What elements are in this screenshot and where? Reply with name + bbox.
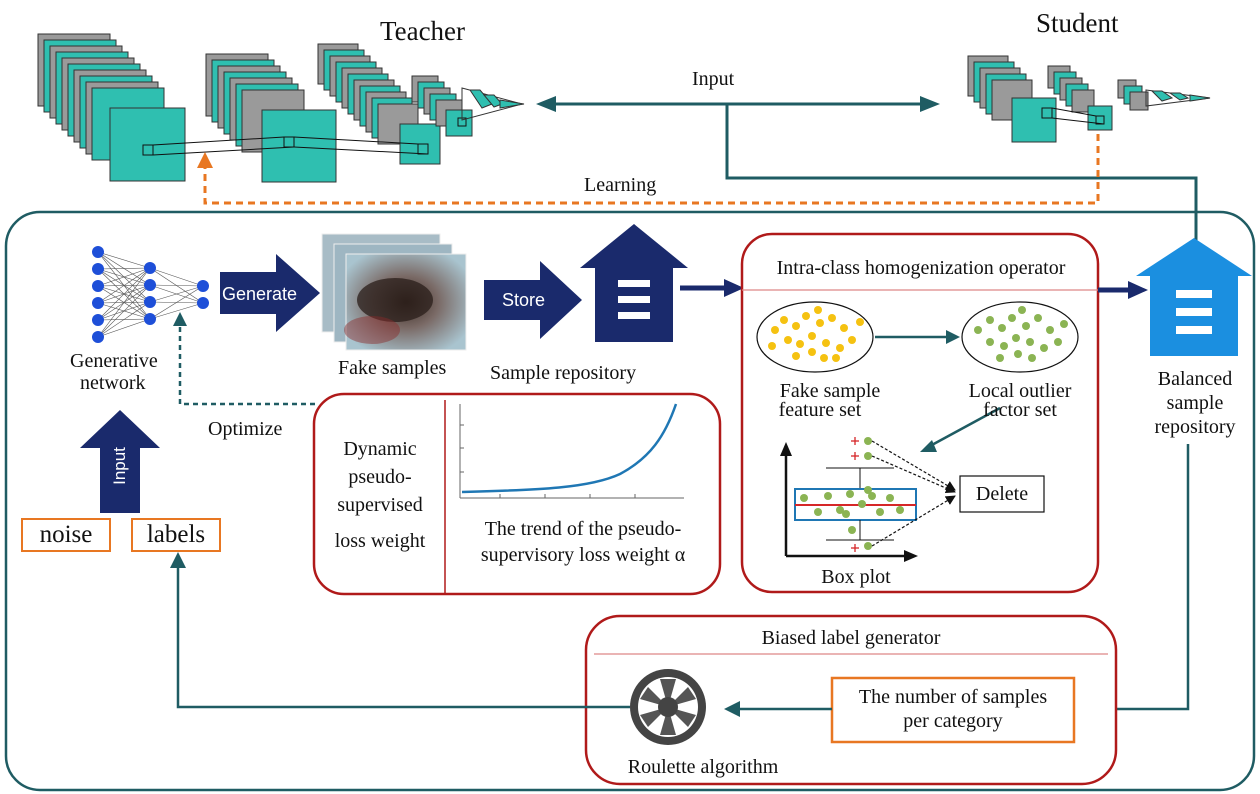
homogenization-title: Intra-class homogenization operator [776,257,1066,279]
balanced-label-line-1: Balanced [1157,368,1233,390]
loss-title-line-3: supervised [337,494,423,516]
student-title: Student [1036,8,1119,38]
balanced-repository-icon [1136,238,1252,356]
main-frame [4,210,1256,792]
labels-box [131,518,221,552]
fake-feature-set-line-1: Fake sample [779,380,881,402]
biased-label-panel [170,552,1118,786]
count-box [830,676,1076,744]
teacher-stack-1 [37,33,186,182]
delete-label: Delete [975,483,1029,505]
learning-label: Learning [584,174,657,196]
lof-set-line-1: Local outlier [968,380,1072,402]
optimize-connector [173,312,315,406]
count-line-2: per category [903,710,1003,732]
fake-samples-label: Fake samples [338,357,447,379]
biased-title: Biased label generator [761,627,941,649]
delete-box [959,475,1045,513]
teacher-stack-3 [317,43,441,165]
teacher-head [461,87,525,121]
balanced-label-line-3: repository [1154,416,1236,438]
generative-network [92,246,209,343]
learning-connector [197,134,1100,205]
green-dots [974,306,1068,362]
sample-repository-icon [580,224,688,342]
teacher-title: Teacher [380,16,466,46]
noise-box [21,518,111,552]
box-plot-label: Box plot [821,566,891,588]
store-arrow [484,261,582,339]
generate-arrow [220,254,320,332]
count-line-1: The number of samples [858,686,1048,708]
loss-caption-line-2: supervisory loss weight α [480,544,686,566]
loss-title-line-2: pseudo- [348,466,412,488]
loss-trend-curve [461,403,678,494]
balanced-label-line-2: sample [1166,392,1224,414]
input-arrow-label: Input [110,447,129,485]
input-up-arrow [80,410,160,513]
fake-samples-images [321,233,467,351]
box-plot [780,437,1045,562]
labels-label: labels [146,521,206,548]
sample-repository-label: Sample repository [490,362,637,384]
store-label: Store [502,290,546,310]
generative-network-label-1: Generative [70,350,158,372]
fake-feature-set-line-2: feature set [778,399,862,421]
loss-title-line-1: Dynamic [343,438,417,460]
lof-set-line-2: factor set [983,399,1057,421]
input-label: Input [692,68,735,90]
teacher-stack-2 [205,53,337,183]
teacher-network [37,33,525,183]
roulette-label: Roulette algorithm [627,756,779,778]
optimize-label: Optimize [208,418,283,440]
input-connector [536,96,1198,242]
yellow-dots [768,306,864,362]
loss-weight-panel [312,392,722,596]
generative-network-label-2: network [80,372,146,394]
generate-label: Generate [222,284,298,304]
roulette-wheel-icon [630,669,706,745]
loss-trend-plot [459,404,684,499]
loss-caption-line-1: The trend of the pseudo- [484,518,682,540]
student-network [967,55,1211,143]
teacher-stack-4 [411,75,473,137]
noise-label: noise [39,521,93,548]
homogenization-panel [740,232,1100,594]
loss-title-line-4: loss weight [334,530,426,552]
